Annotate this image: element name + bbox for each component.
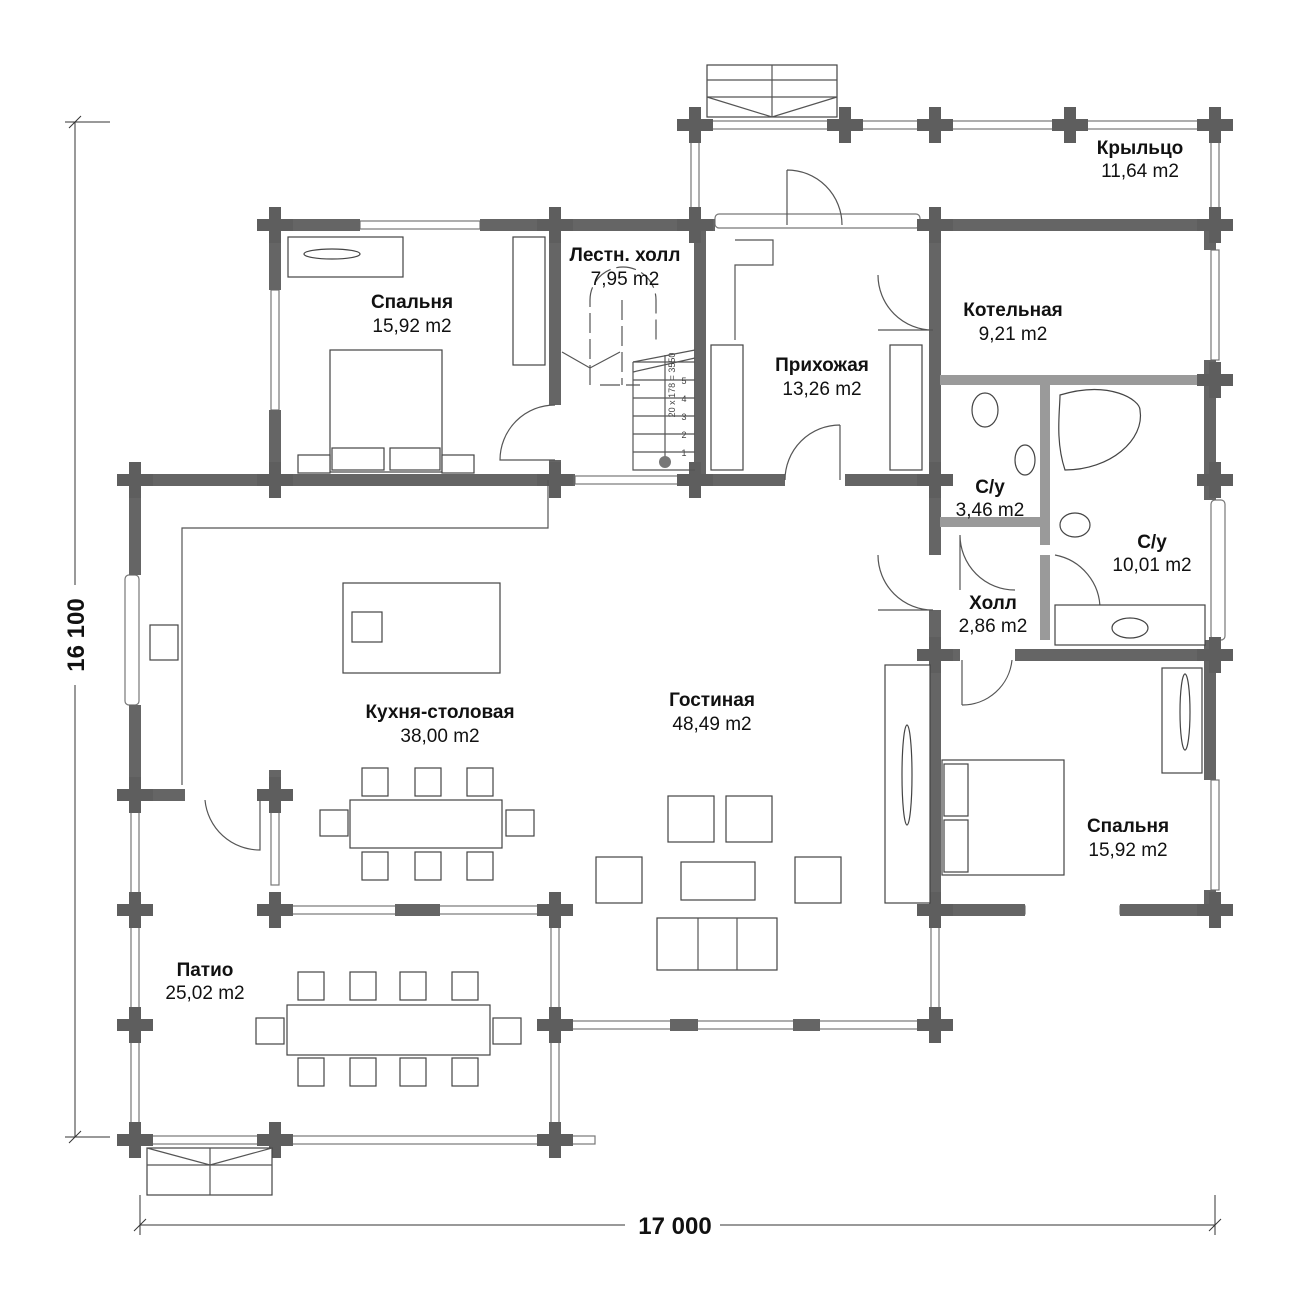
dimension-horizontal: 17 000 [133,1195,1222,1240]
room-name: Котельная [963,300,1062,321]
room-stair-hall: Лестн. холл 7,95 m2 [570,245,681,290]
sofa [656,917,778,971]
room-area: 2,86 m2 [959,616,1028,637]
bathtub [1058,389,1142,471]
room-area: 15,92 m2 [372,316,451,337]
room-name: Прихожая [775,355,869,376]
room-area: 3,46 m2 [956,500,1025,521]
stair-formula: 20 x 178 = 3550 [667,353,677,418]
toilet [971,392,999,428]
room-area: 15,92 m2 [1088,840,1167,861]
room-wc-small: С/у3,46 m2 [956,477,1025,521]
room-bedroom-2: Спальня 15,92 m2 [1087,816,1169,861]
stair-step-3: 3 [681,412,686,422]
room-area: 48,49 m2 [672,714,751,735]
room-name: Гостиная [669,690,755,711]
room-hallway: Прихожая 13,26 m2 [775,355,869,400]
room-area: 10,01 m2 [1112,555,1191,576]
staircase: 20 x 178 = 3550 1 2 3 4 5 [561,266,696,471]
room-name: С/у [975,477,1005,498]
room-name: Холл [969,593,1017,614]
sink [1014,444,1036,476]
room-living: Гостиная 48,49 m2 [669,690,755,735]
wardrobe [710,344,744,471]
walls [129,219,1216,1031]
room-name: Спальня [371,292,453,313]
room-area: 38,00 m2 [400,726,479,747]
room-bathroom: С/у10,01 m2 [1112,532,1191,576]
dimension-vertical: 16 100 [62,115,110,1144]
wardrobe [512,236,546,366]
room-bedroom-1: Спальня 15,92 m2 [371,292,453,337]
dining-table [349,799,503,849]
entrance-steps [146,64,838,1196]
room-area: 13,26 m2 [782,379,861,400]
dimension-height-label: 16 100 [63,598,90,671]
room-name: Кухня-столовая [365,702,514,723]
coffee-table [680,861,756,901]
room-name: С/у [1137,532,1167,553]
room-area: 25,02 m2 [165,983,244,1004]
stair-step-4: 4 [681,394,686,404]
dimension-width-label: 17 000 [638,1213,711,1240]
room-kitchen-dining: Кухня-столовая 38,00 m2 [365,702,514,747]
partitions [940,375,1205,640]
room-name: Спальня [1087,816,1169,837]
stair-step-5: 5 [681,376,686,386]
shower [1111,617,1149,639]
toilet [1059,512,1091,538]
room-area: 9,21 m2 [979,324,1048,345]
room-boiler: Котельная 9,21 m2 [963,300,1062,345]
stair-start-marker [659,456,671,468]
furniture [149,236,1206,1087]
room-area: 11,64 m2 [1101,161,1179,182]
room-name: Патио [177,960,234,981]
room-name: Лестн. холл [570,245,681,266]
wardrobe [889,344,923,471]
stair-step-1: 1 [681,448,686,458]
patio-table [286,1004,491,1056]
room-name: Крыльцо [1097,138,1183,159]
stair-step-2: 2 [681,430,686,440]
room-area: 7,95 m2 [591,269,660,290]
